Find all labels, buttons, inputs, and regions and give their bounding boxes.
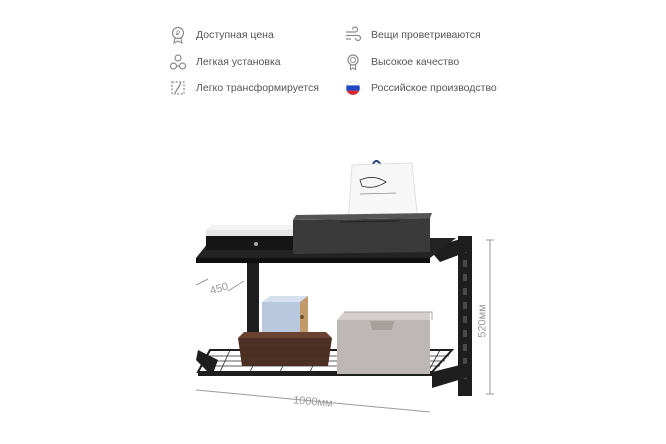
- feature-airflow: Вещи проветриваются: [343, 25, 481, 45]
- gift-bag-image: [347, 160, 419, 225]
- feature-label: Легкая установка: [196, 56, 281, 68]
- grey-storage-box: [337, 311, 433, 374]
- svg-text:₽: ₽: [176, 30, 181, 38]
- feature-made-in-russia: Российское производство: [343, 78, 497, 98]
- airflow-icon: [343, 25, 363, 45]
- width-dimension-line: [195, 389, 431, 413]
- quality-medal-icon: [343, 52, 363, 72]
- feature-high-quality: Высокое качество: [343, 52, 459, 72]
- depth-dimension-arrow: [195, 278, 209, 286]
- black-white-box: [206, 225, 300, 250]
- transform-icon: [168, 78, 188, 98]
- price-tag-icon: ₽: [168, 25, 188, 45]
- wire-shelf: [196, 349, 472, 388]
- installation-icon: [168, 52, 188, 72]
- feature-label: Доступная цена: [196, 29, 274, 41]
- feature-easy-install: Легкая установка: [168, 52, 281, 72]
- depth-dimension-line: [227, 280, 245, 292]
- feature-label: Вещи проветриваются: [371, 29, 481, 41]
- felt-basket: [293, 213, 432, 254]
- feature-label: Российское производство: [371, 82, 497, 94]
- feature-transformable: Легко трансформируется: [168, 78, 319, 98]
- wall-rail: [428, 236, 472, 396]
- feature-label: Легко трансформируется: [196, 82, 319, 94]
- blue-storage-box: [262, 296, 308, 338]
- height-dimension-label: 520мм: [476, 304, 489, 338]
- feature-label: Высокое качество: [371, 56, 460, 68]
- woven-basket: [238, 332, 332, 366]
- russian-flag-icon: [343, 78, 363, 98]
- feature-affordable-price: ₽ Доступная цена: [168, 25, 274, 45]
